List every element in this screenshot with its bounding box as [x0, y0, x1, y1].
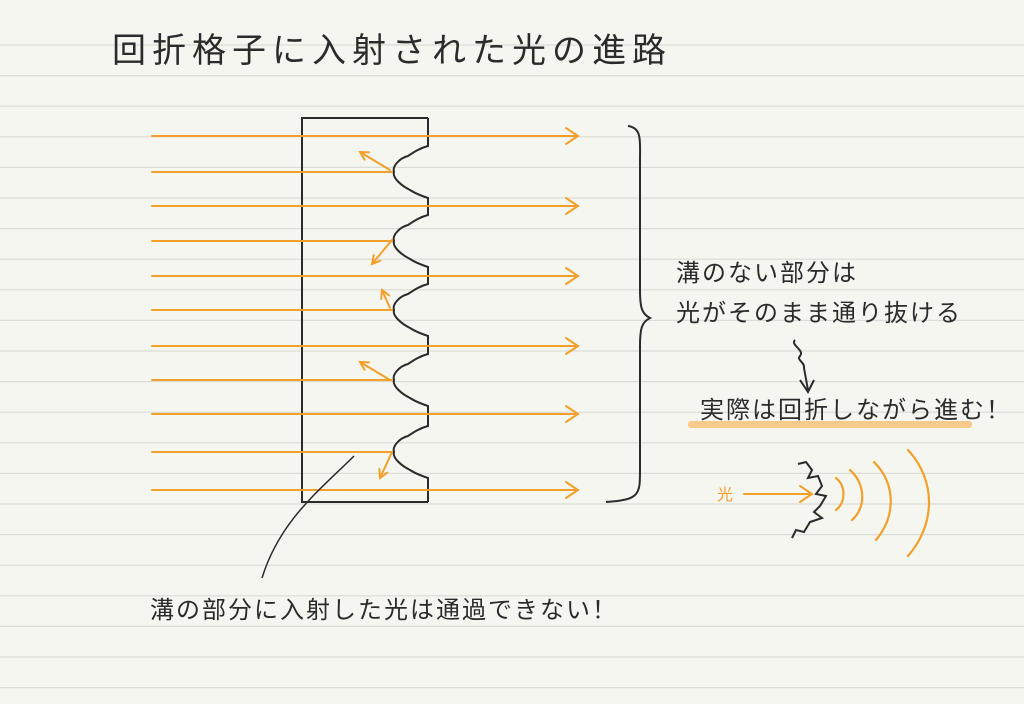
pointer-line — [261, 455, 355, 579]
scattered-rays — [358, 150, 393, 480]
scatter-arrow — [359, 151, 391, 171]
ray-arrowhead — [565, 481, 580, 499]
no-groove-note-line1: 溝のない部分は — [676, 259, 858, 287]
scatter-arrowhead — [370, 254, 382, 266]
curly-brace — [605, 125, 653, 503]
grating-groove-edge — [392, 118, 429, 502]
light-arrow — [743, 485, 814, 503]
highlight-bar — [688, 421, 972, 428]
scatter-arrowhead — [380, 288, 391, 300]
squiggle-arrow — [792, 339, 809, 391]
no-groove-note-line2: 光がそのまま通り抜ける — [676, 299, 962, 327]
ray-arrowhead — [565, 405, 580, 423]
scatter-arrow — [359, 361, 391, 381]
scatter-arrow — [371, 239, 393, 265]
mini-grating-edge — [791, 460, 828, 539]
actually-diffracts-note: 実際は回折しながら進む！ — [700, 396, 1012, 424]
scatter-arrow — [379, 451, 393, 479]
ray-arrowhead — [565, 337, 580, 355]
ray-arrowhead — [565, 197, 580, 215]
scatter-arrow — [381, 289, 391, 309]
squiggle-arrowhead — [799, 379, 815, 394]
scatter-arrowhead — [378, 468, 389, 480]
page-title: 回折格子に入射された光の進路 — [112, 31, 672, 71]
ray-arrowhead — [565, 267, 580, 285]
diffracted-wavefronts — [834, 448, 931, 558]
ray-arrowhead — [565, 127, 580, 145]
light-label: 光 — [717, 485, 733, 504]
light-rays — [151, 127, 580, 499]
scatter-arrowhead — [358, 360, 370, 371]
groove-blocked-note: 溝の部分に入射した光は通過できない！ — [150, 596, 618, 624]
scatter-arrowhead — [358, 150, 370, 161]
ruled-lines — [0, 44, 1024, 689]
